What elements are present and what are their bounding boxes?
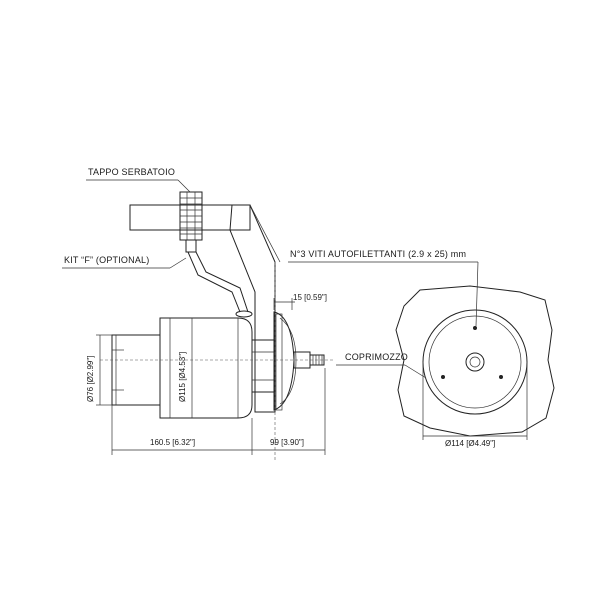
screw-top: [473, 326, 477, 330]
dim-15: [273, 298, 295, 310]
dim-15-label: 15 [0.59"]: [293, 293, 327, 302]
hub-cover-label: COPRIMOZZO: [345, 352, 408, 362]
dim-114-label: Ø114 [Ø4.49"]: [445, 439, 495, 448]
pump-front-view: [395, 285, 555, 437]
kit-f-leader: [62, 257, 187, 269]
dim-76: [96, 334, 112, 406]
screw-right: [499, 375, 503, 379]
screws-label: N°3 VITI AUTOFILETTANTI (2.9 x 25) mm: [290, 249, 466, 259]
tank-cap-leader: [86, 179, 191, 193]
tank-cap-label: TAPPO SERBATOIO: [88, 167, 175, 177]
kit-f-pipe: [187, 251, 253, 318]
screw-left: [441, 375, 445, 379]
screws-leader: [288, 261, 479, 327]
dim-115-label: Ø115 [Ø4.53"]: [178, 352, 187, 402]
dim-99-label: 99 [3.90"]: [270, 438, 304, 447]
pump-side-view: [100, 311, 335, 419]
dim-114: [422, 362, 528, 440]
dim-76-label: Ø76 [Ø2.99"]: [86, 356, 95, 402]
hub-cover-leader: [336, 364, 427, 379]
dim-bottom: [111, 368, 326, 455]
dashboard-section: [229, 204, 281, 460]
dim-160-label: 160.5 [6.32"]: [150, 438, 195, 447]
tank-cap-assembly: [129, 191, 251, 253]
kit-f-label: KIT “F” (OPTIONAL): [64, 255, 149, 265]
